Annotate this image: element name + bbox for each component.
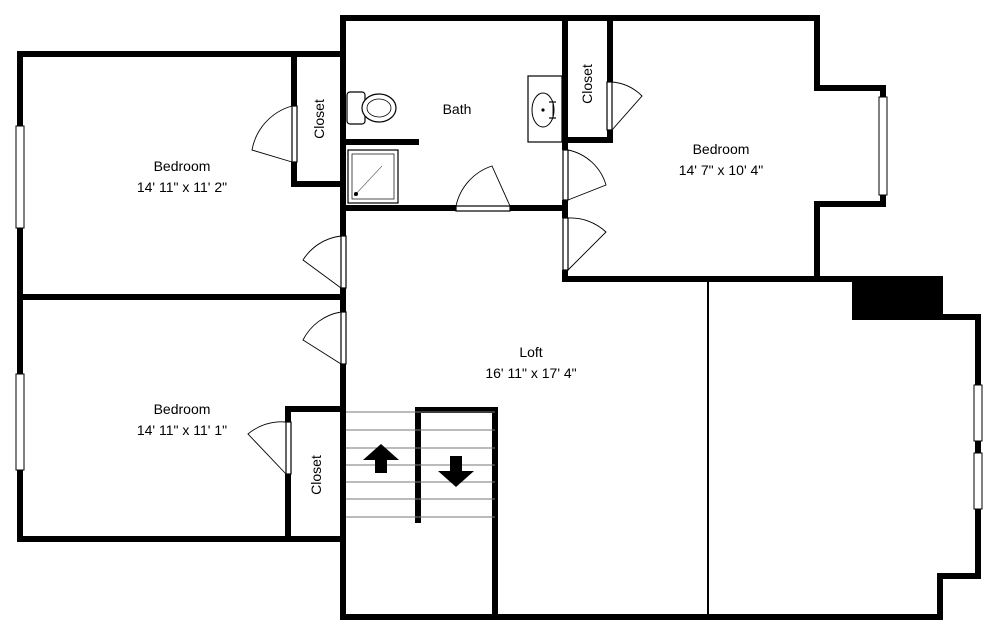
- window-loft-upper: [973, 384, 983, 442]
- door-closet-bottom: [285, 421, 292, 475]
- room-name-closet-top-left: Closet: [311, 99, 327, 139]
- arrow-up-icon: [363, 444, 399, 473]
- room-name-loft: Loft: [519, 344, 542, 360]
- window-right-bedroom: [878, 96, 888, 196]
- room-name-bath: Bath: [443, 101, 472, 117]
- room-labels: Bedroom 14' 11" x 11' 2" Bedroom 14' 11"…: [137, 64, 763, 495]
- shower-icon: [347, 149, 399, 204]
- door-bath-to-bedroom: [562, 149, 569, 201]
- window-left-bottom: [15, 373, 25, 471]
- room-name-closet-bottom: Closet: [308, 455, 324, 495]
- stairs: [346, 411, 495, 518]
- door-bedroom-bottom-left: [340, 311, 347, 365]
- arrow-down-icon: [438, 456, 474, 487]
- door-bath: [455, 205, 511, 212]
- door-closet-top-right: [606, 81, 613, 131]
- bath-fixtures: [346, 75, 563, 204]
- room-name-bedroom-right: Bedroom: [693, 141, 750, 157]
- doors: [247, 81, 643, 475]
- room-name-closet-top-right: Closet: [579, 64, 595, 104]
- door-bedroom-top-left: [340, 235, 347, 289]
- room-name-bedroom-left-top: Bedroom: [154, 158, 211, 174]
- door-bedroom-right: [562, 217, 569, 271]
- toilet-icon: [346, 91, 397, 125]
- room-dims-bedroom-right: 14' 7" x 10' 4": [679, 162, 764, 178]
- window-loft-lower: [973, 452, 983, 510]
- sink-icon: [527, 75, 563, 143]
- room-dims-loft: 16' 11" x 17' 4": [485, 365, 576, 381]
- room-dims-bedroom-left-top: 14' 11" x 11' 2": [137, 179, 227, 195]
- window-left-top: [15, 125, 25, 229]
- door-closet-top-left: [291, 105, 298, 163]
- room-name-bedroom-left-bottom: Bedroom: [154, 401, 211, 417]
- windows: [15, 96, 983, 510]
- walls: [17, 15, 981, 620]
- chimney: [852, 276, 942, 320]
- room-dims-bedroom-left-bottom: 14' 11" x 11' 1": [137, 422, 227, 438]
